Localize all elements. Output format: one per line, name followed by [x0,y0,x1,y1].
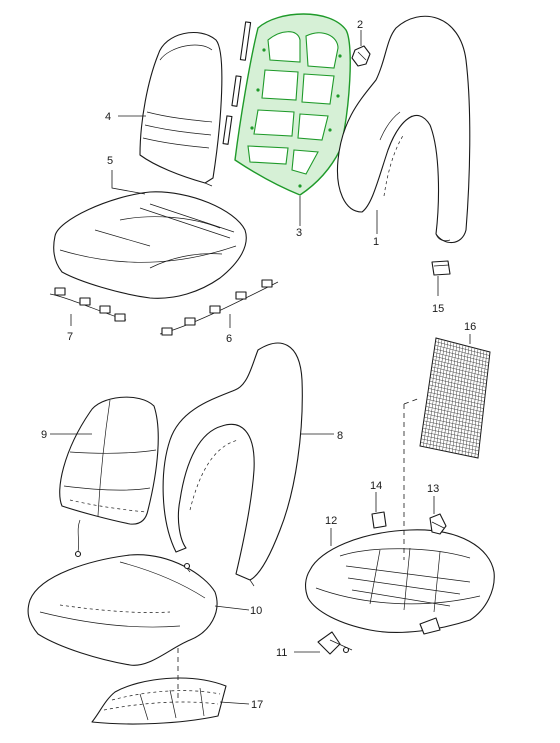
leader-lines [50,30,471,705]
part-14-clip[interactable] [371,511,387,529]
part-7-wire-bracket[interactable] [49,287,127,322]
part-12-seat-frame[interactable] [305,529,495,635]
part-16-mesh-panel[interactable] [419,337,491,459]
callout-8: 8 [337,430,343,442]
callout-13: 13 [427,483,439,495]
callout-15: 15 [432,303,444,315]
part-13-bracket[interactable] [429,513,447,535]
part-6-wire-bracket[interactable] [159,279,279,336]
callout-3: 3 [296,227,302,239]
callout-4: 4 [105,111,111,123]
part-5-seat-cover[interactable] [53,191,247,299]
callout-16: 16 [464,321,476,333]
callout-12: 12 [325,515,337,527]
part-4-backrest-cover[interactable] [139,32,223,187]
part-11-bracket[interactable] [317,631,353,655]
part-2-clip[interactable] [351,45,371,67]
callout-11: 11 [276,647,287,659]
part-10-seat-cushion[interactable] [27,554,218,666]
part-8-backrest-side-cover[interactable] [162,342,303,587]
part-1-backrest-upholstery[interactable] [336,15,471,244]
callout-1: 1 [373,236,379,248]
part-3-backrest-frame[interactable] [222,13,351,196]
callout-17: 17 [251,699,263,711]
part-15-clip[interactable] [431,260,451,276]
callout-14: 14 [370,480,382,492]
part-17-heating-mat[interactable] [91,677,227,725]
callout-7: 7 [67,331,73,343]
callout-6: 6 [226,333,232,345]
callout-labels: 1 2 3 4 5 6 7 8 9 10 11 12 13 14 15 16 1… [41,19,476,711]
callout-5: 5 [107,155,113,167]
part-9-backrest-cushion[interactable] [59,396,159,558]
callout-2: 2 [357,19,363,31]
callout-10: 10 [250,605,262,617]
callout-9: 9 [41,429,47,441]
